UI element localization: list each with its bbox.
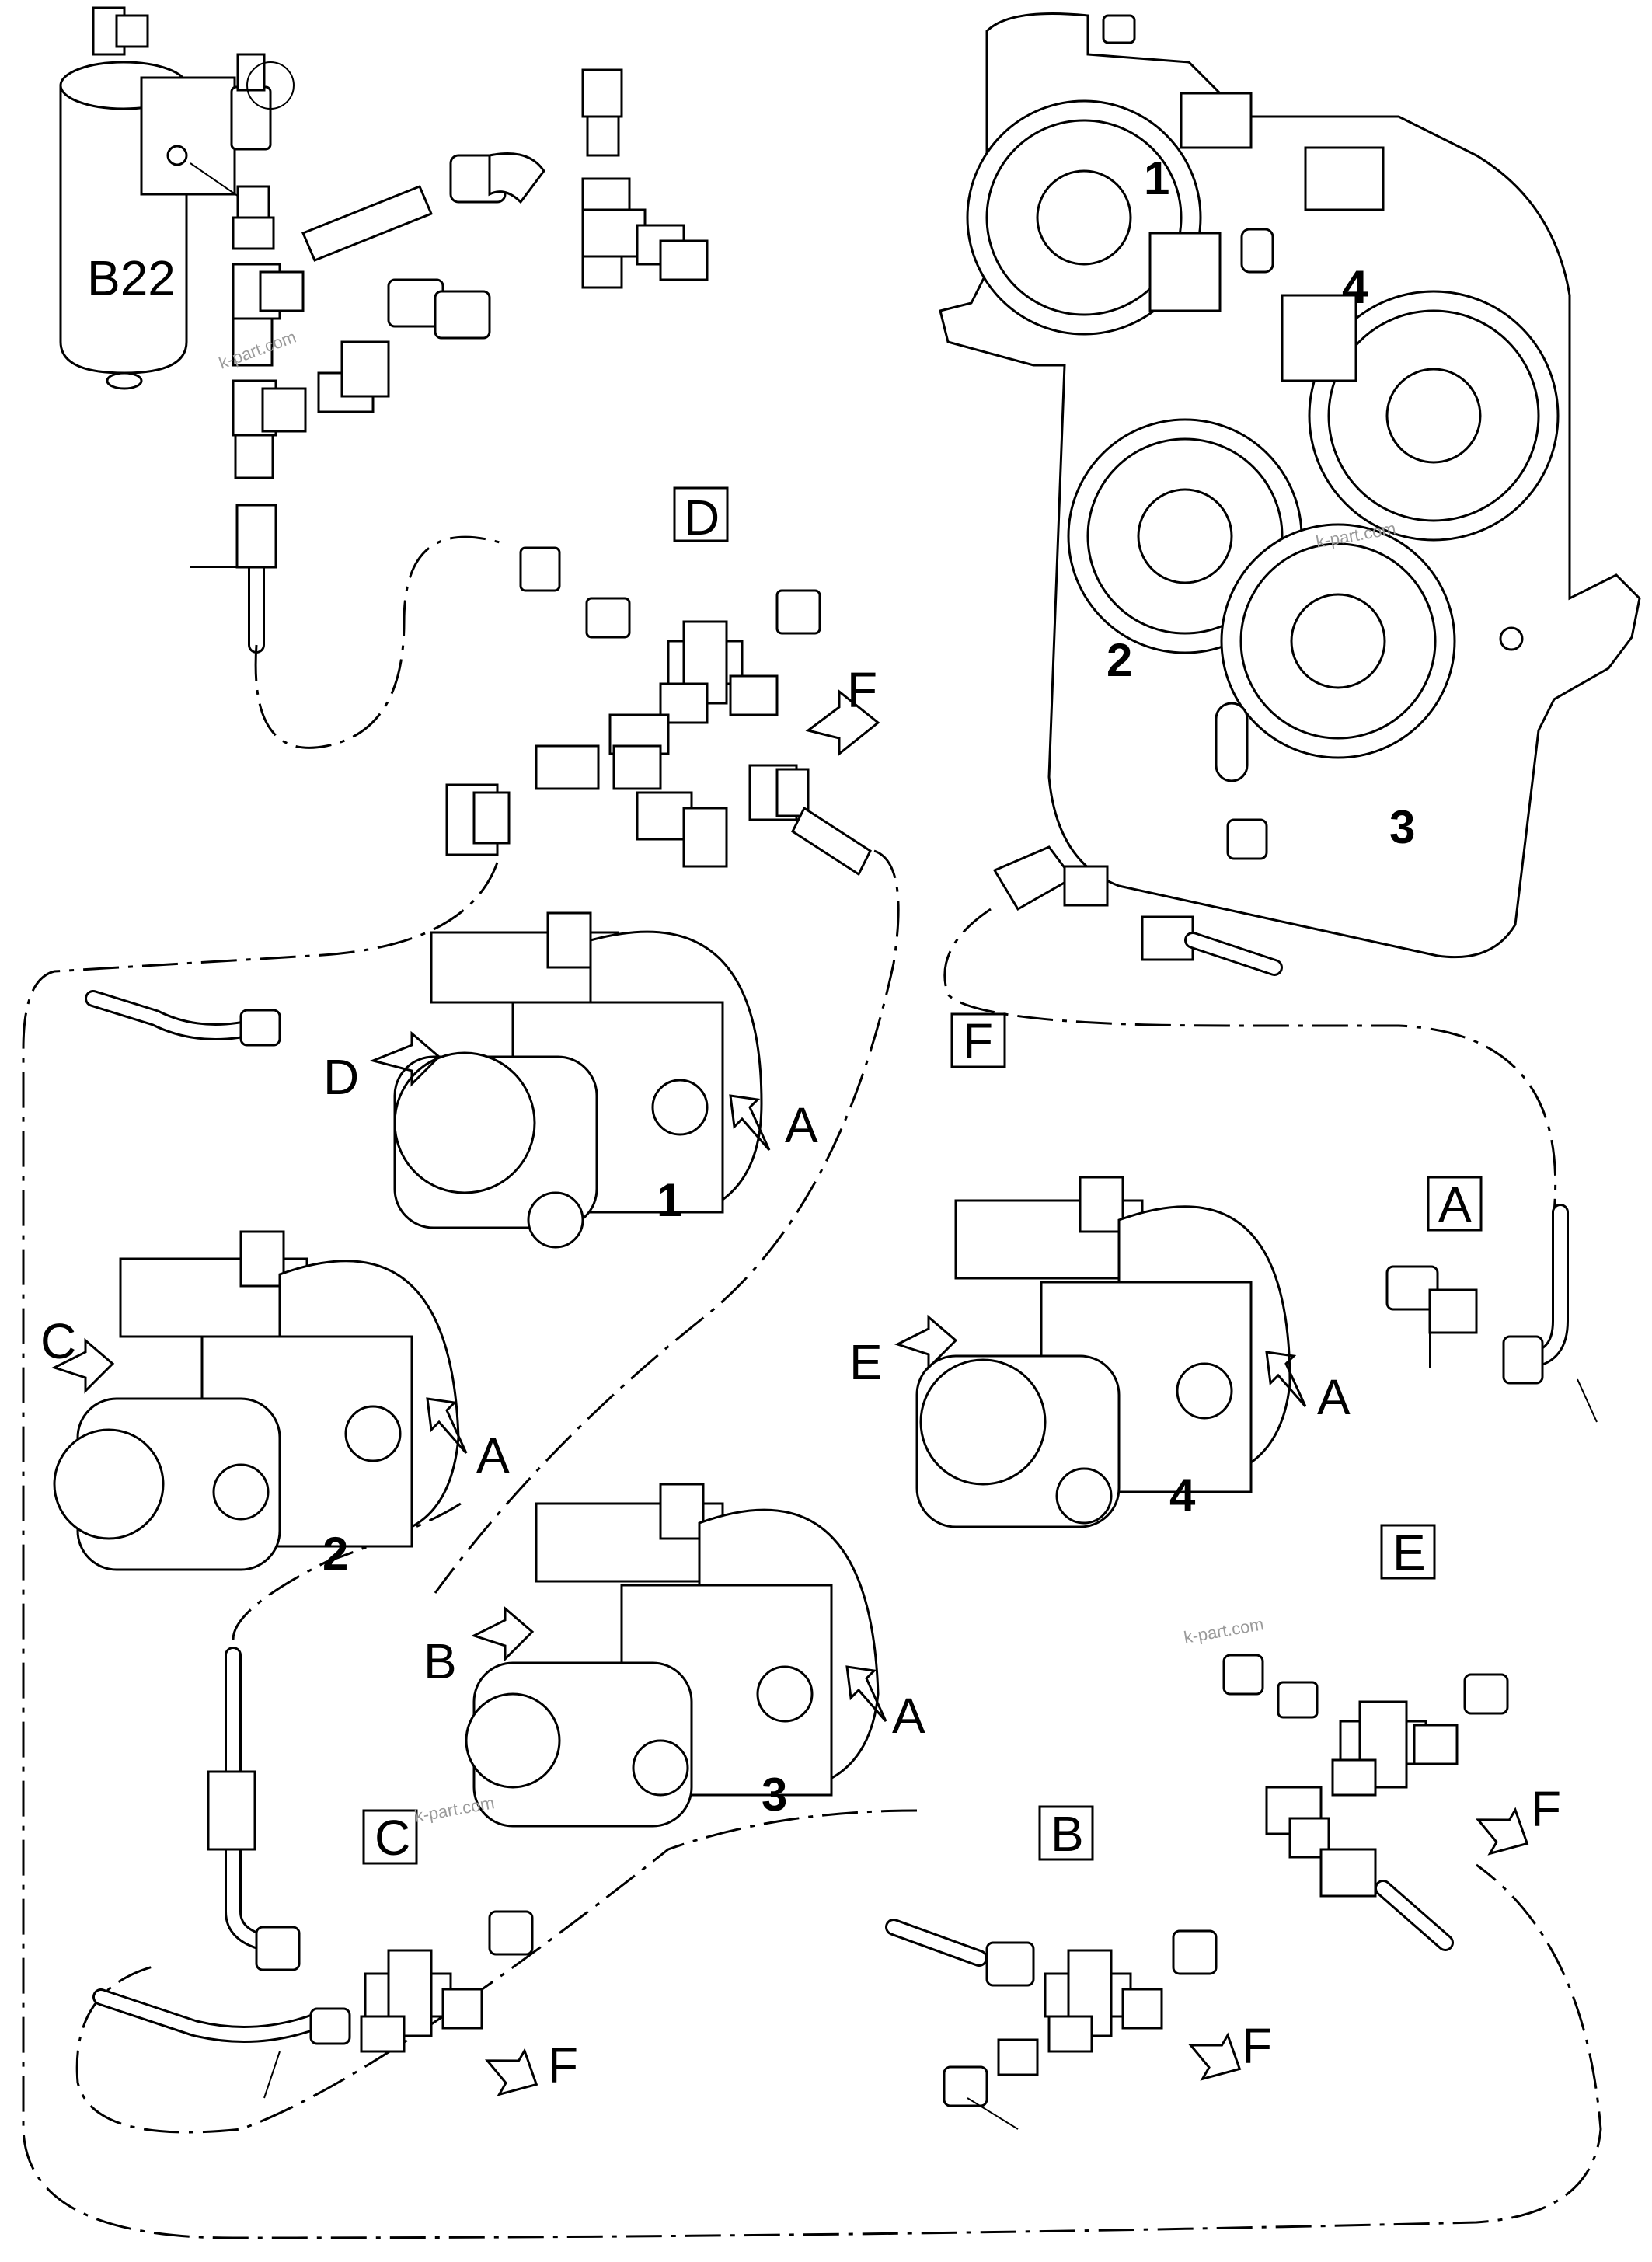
pump-number-4: 4 [1169,1469,1196,1521]
pump-number-1: 1 [657,1174,682,1226]
fittings-C: C F [92,1647,578,2099]
callout-box-B [1038,1805,1094,1861]
top-fittings-group [190,53,709,479]
hose-route-pump-left [22,862,1602,2239]
callout-E: E [1392,1525,1426,1581]
gearbox-port-3: 3 [1389,801,1415,853]
fittings-E: E F [1222,1524,1561,1951]
callout-D: D [684,490,720,545]
arrow-label-D: D [323,1049,359,1105]
callout-box-E [1380,1524,1436,1580]
callout-A: A [1438,1176,1472,1232]
gearbox-port-2: 2 [1107,634,1132,686]
arrow-label-E: E [849,1334,883,1390]
callout-box-F [950,1012,1006,1068]
callout-C: C [375,1810,410,1866]
watermark-4: k-part.com [413,1793,497,1826]
fittings-F: F [950,845,1283,1069]
filter-label: B22 [87,250,176,306]
fittings-A: A [1385,1176,1598,1423]
gearbox-port-1: 1 [1144,152,1169,204]
fittings-B: B F [885,1805,1272,2130]
arrow-label-F-C: F [548,2037,578,2093]
pump-3: B A 3 [423,1483,925,1828]
arrow-label-A-3: A [892,1688,925,1744]
fittings-D: D F [445,486,880,877]
callout-F: F [963,1013,993,1069]
hose-route-D-pump1 [434,849,900,1594]
hose-route-F [943,908,1557,1213]
arrow-label-A-2: A [476,1427,510,1483]
arrow-label-C: C [40,1313,76,1369]
arrow-label-B: B [423,1633,457,1689]
callout-B: B [1051,1806,1084,1862]
pump-4: E A 4 [849,1176,1351,1528]
callout-box-A [1427,1176,1483,1232]
arrow-label-F-B: F [1242,2018,1272,2074]
pump-number-2: 2 [322,1528,348,1580]
arrow-label-F-E: F [1531,1781,1561,1837]
pump-2: C A 2 [40,1230,510,1580]
filter-b22: B22 [59,6,236,390]
callout-box-D [673,486,729,542]
pump-number-3: 3 [762,1769,787,1821]
arrow-label-F-top: F [847,662,877,718]
pump-1: D A 1 [323,911,818,1249]
gearbox: 1 2 3 4 [939,12,1641,959]
arrow-label-A-4: A [1317,1369,1351,1425]
gearbox-port-4: 4 [1342,261,1368,313]
watermark-3: k-part.com [1183,1614,1266,1647]
callout-box-C [362,1809,418,1865]
hose-route-B-C [75,1498,918,2134]
arrow-label-A-1: A [785,1097,818,1153]
hose-route-filter-D [254,535,506,749]
